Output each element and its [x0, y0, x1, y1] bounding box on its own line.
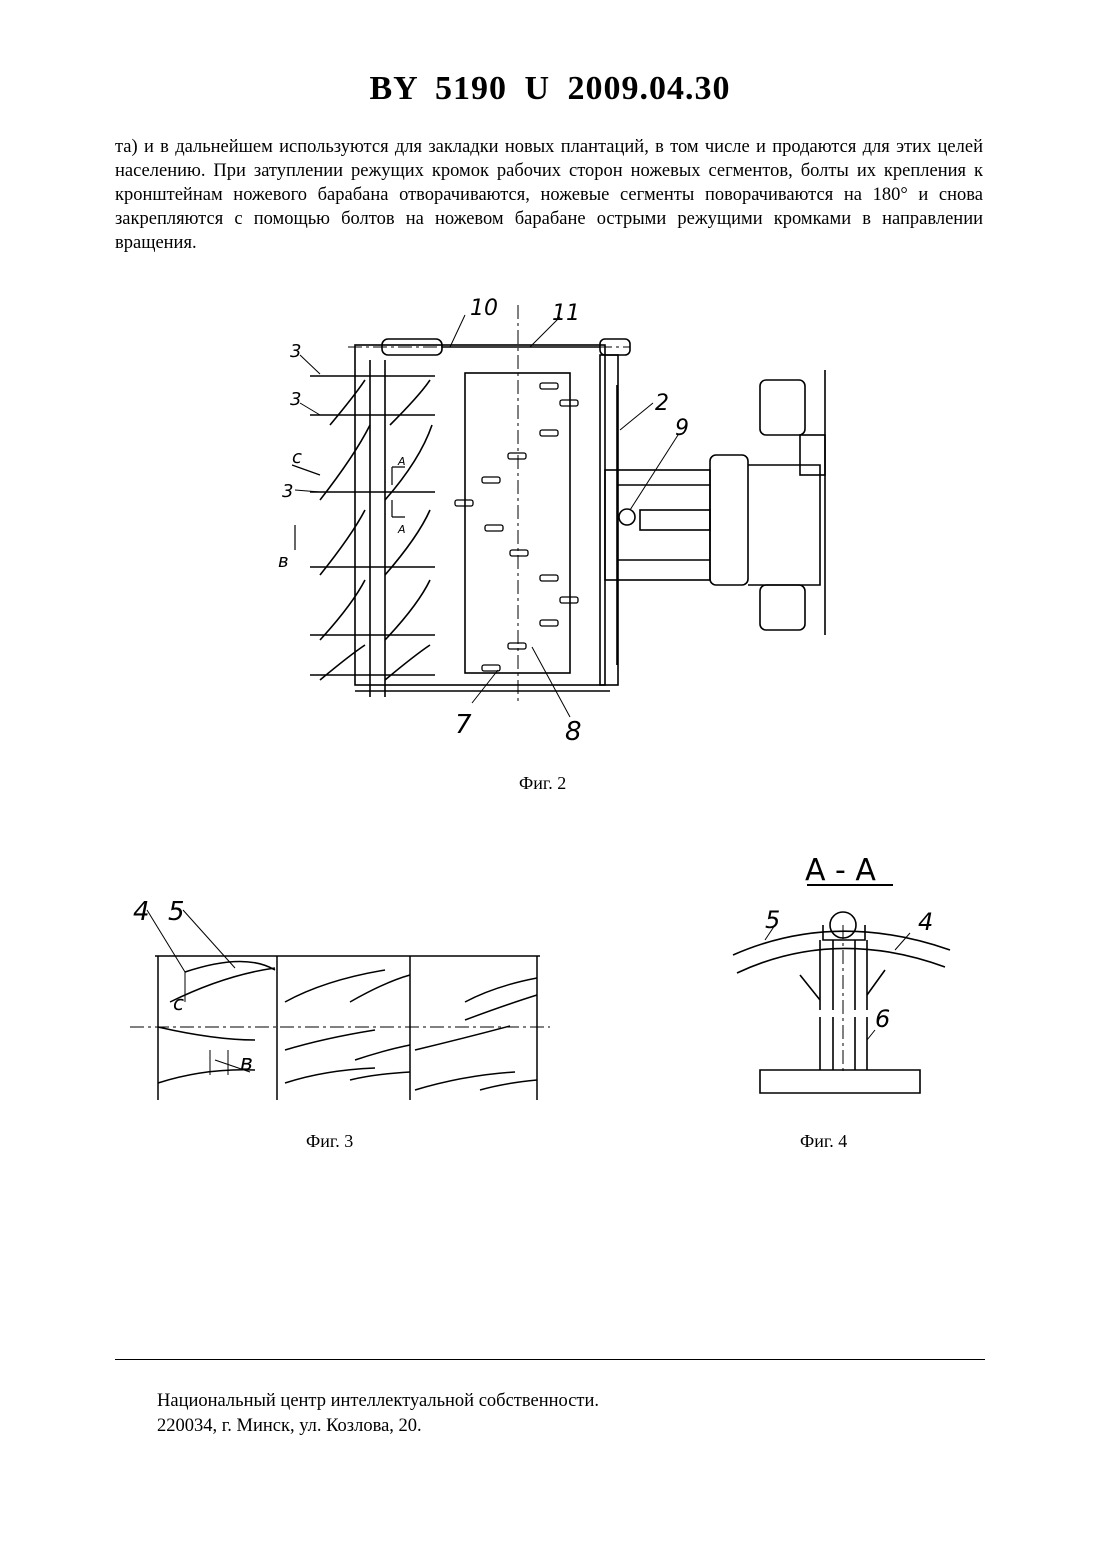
- fig2-label-2: 2: [655, 391, 669, 416]
- fig2-label-8: 8: [565, 717, 582, 747]
- fig2-label-c: c: [292, 447, 302, 468]
- fig2-label-11: 11: [552, 301, 580, 326]
- fig2-label-v: в: [278, 551, 289, 572]
- fig4-caption: Фиг. 4: [800, 1131, 847, 1152]
- footer-line-1: Национальный центр интеллектуальной собс…: [157, 1391, 599, 1412]
- footer-line-2: 220034, г. Минск, ул. Козлова, 20.: [157, 1416, 422, 1437]
- fig4-label-4: 4: [918, 908, 933, 936]
- fig2-label-3c: 3: [282, 481, 293, 502]
- fig4-label-5: 5: [765, 906, 780, 934]
- figure-2-drawing: 10 11 3 3 3 2 9 c A A в 7 8: [260, 285, 840, 755]
- fig2-label-3a: 3: [290, 341, 301, 362]
- body-paragraph: та) и в дальнейшем используются для закл…: [115, 135, 983, 255]
- fig2-label-10: 10: [470, 296, 498, 321]
- fig2-label-9: 9: [675, 416, 689, 441]
- document-header: BY 5190 U 2009.04.30: [0, 70, 1100, 108]
- figure-3-drawing: 4 5 c в: [125, 890, 555, 1105]
- figure-4-drawing: А - А 5 4 6: [715, 845, 985, 1110]
- fig4-label-6: 6: [875, 1005, 890, 1033]
- fig3-label-4: 4: [133, 897, 150, 927]
- fig2-caption: Фиг. 2: [519, 773, 566, 794]
- fig3-label-5: 5: [168, 897, 185, 927]
- fig3-label-c: c: [173, 991, 184, 1015]
- fig3-caption: Фиг. 3: [306, 1131, 353, 1152]
- fig2-label-a-top: A: [397, 455, 406, 468]
- fig2-label-7: 7: [455, 710, 472, 740]
- fig4-section-title: А - А: [805, 853, 876, 888]
- fig3-label-v: в: [240, 1051, 253, 1076]
- footer-divider: [115, 1359, 985, 1360]
- fig2-label-a-bottom: A: [397, 523, 406, 536]
- fig2-label-3b: 3: [290, 389, 301, 410]
